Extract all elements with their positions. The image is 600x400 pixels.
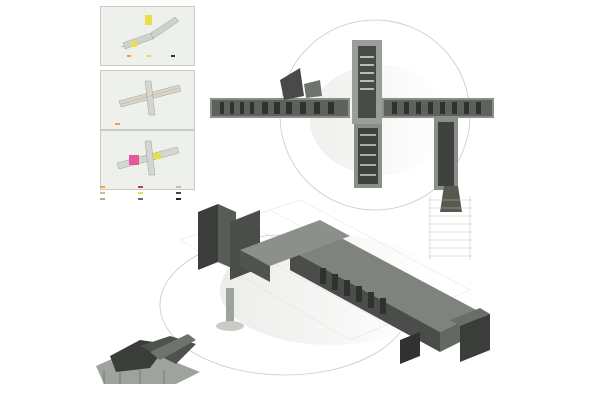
legend-item-4 (138, 186, 144, 188)
magenta-zone (129, 155, 139, 165)
plan-center-tower (352, 40, 382, 124)
thumbnail-plan-yellow (100, 6, 195, 66)
legend-item-6 (138, 198, 144, 200)
legend-item-3 (100, 198, 106, 200)
legend-swatch-2 (100, 192, 105, 194)
axon-end-blocks (400, 308, 490, 364)
legend-swatch-9 (176, 198, 181, 200)
legend-item-8 (176, 192, 182, 194)
yellow-zone (145, 15, 152, 25)
legend-swatch-7 (176, 186, 181, 188)
legend-item-5 (138, 192, 144, 194)
legend-swatch-1 (100, 186, 105, 188)
top-plan-view (210, 19, 494, 260)
legend-swatch-8 (176, 192, 181, 194)
legend-swatch-4 (138, 186, 143, 188)
axonometric-view (159, 199, 490, 376)
legend-item-2 (100, 192, 106, 194)
thumbnail-plan-yellow-drawing (120, 15, 180, 57)
legend (100, 186, 210, 206)
yellow-zone-2 (131, 41, 137, 47)
legend-item-1 (100, 186, 106, 188)
legend-swatch-3 (100, 198, 105, 200)
plan-wing-right (382, 98, 494, 118)
legend-item-7 (176, 186, 182, 188)
axon-column (226, 288, 234, 324)
axon-upper-bar (240, 220, 350, 282)
legend-swatch-5 (138, 192, 143, 194)
thumbnail-plan-orange (100, 70, 195, 130)
legend-swatch-6 (138, 198, 143, 200)
thumbnail-plan-orange-drawing (115, 80, 182, 125)
thumbnail-plan-magenta (100, 130, 195, 190)
plan-lower-left-wing (354, 124, 382, 188)
plan-lower-right-wing (428, 118, 472, 260)
legend-item-9 (176, 198, 182, 200)
perspective-view (96, 334, 200, 384)
thumbnail-plan-magenta-drawing (116, 140, 180, 176)
plan-wing-left (210, 68, 350, 118)
